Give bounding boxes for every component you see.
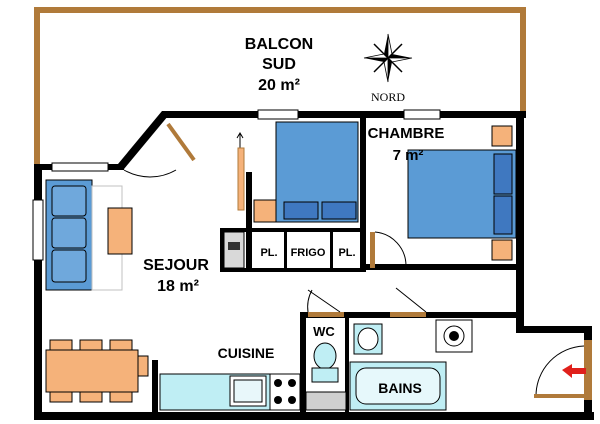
cuisine-label: CUISINE — [218, 345, 275, 361]
entry-arrow-icon — [562, 364, 586, 378]
kitchen-counter — [159, 373, 347, 411]
balcon-label: BALCON — [245, 36, 313, 53]
windows — [32, 109, 441, 261]
placard-label-2: PL. — [338, 247, 355, 259]
sofa — [45, 179, 123, 291]
balcon-sud-label: SUD — [262, 56, 296, 73]
bathroom-fixtures — [349, 319, 473, 411]
toilet — [311, 342, 339, 383]
compass-rose-icon — [363, 33, 413, 83]
tv-stand — [223, 231, 245, 269]
coffee-table — [107, 207, 133, 255]
balcony-railing — [34, 7, 526, 167]
dining-table — [45, 339, 149, 403]
balcon-area: 20 m² — [258, 77, 300, 94]
bed-sejour — [253, 121, 359, 223]
bed-chambre — [407, 125, 517, 261]
frigo-label: FRIGO — [291, 247, 326, 259]
placard-label-1: PL. — [260, 247, 277, 259]
compass-label: NORD — [371, 90, 405, 104]
bains-label: BAINS — [378, 380, 422, 396]
chambre-area: 7 m² — [393, 147, 424, 164]
sejour-area: 18 m² — [157, 278, 199, 295]
doors — [123, 122, 592, 400]
chambre-label: CHAMBRE — [368, 125, 445, 142]
wc-label: WC — [313, 324, 335, 339]
sejour-label: SEJOUR — [143, 257, 209, 274]
